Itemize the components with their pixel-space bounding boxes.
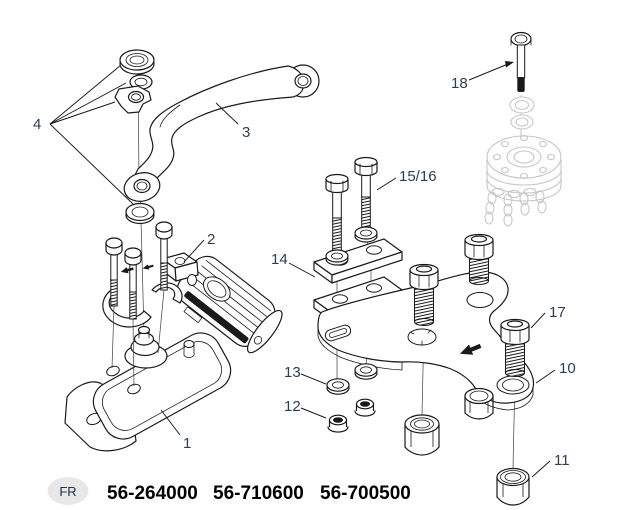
callout-12-label: 12 [284,398,301,415]
stud [409,263,439,326]
spacer-plates [313,238,403,322]
lever-arm [123,64,320,202]
hex-nut-11 [496,467,530,506]
washers-13 [326,363,378,395]
callout-3: 3 [215,102,250,141]
pivot-hardware-stack [114,49,155,225]
hex-bolt [124,247,142,320]
ghost-hub-with-chains [484,95,562,227]
callout-18-label: 18 [451,75,468,92]
mounting-bracket-base [64,332,232,452]
wheel-studs [409,233,530,377]
callout-12: 12 [284,398,327,419]
mounting-bolts [105,221,173,387]
callout-18: 18 [451,61,514,92]
part-number-1: 56-264000 [107,483,198,504]
orientation-arrow-icon [142,264,154,270]
stud [464,233,494,285]
callout-1: 1 [160,409,191,452]
callout-14: 14 [271,251,316,278]
language-badge [47,477,89,505]
hex-bolt [354,156,378,228]
language-badge-label: FR [59,484,76,499]
callout-10-label: 10 [559,360,576,377]
hex-bolt [325,173,349,253]
callout-13: 13 [284,364,327,385]
leader-arrowhead [505,61,514,68]
hex-bolt [155,221,173,291]
callout-2: 2 [183,231,215,263]
flange-nut [327,414,349,433]
hex-bolt [105,237,123,307]
callout-1-label: 1 [183,435,191,452]
callout-3-label: 3 [242,124,250,141]
actuator-motor [176,255,283,354]
callout-17: 17 [530,304,566,329]
callout-17-label: 17 [549,304,566,321]
callout-11: 11 [531,452,570,478]
callout-2-label: 2 [207,231,215,248]
lock-washer [325,249,349,266]
stud [500,318,530,377]
callout-10: 10 [535,360,576,384]
callout-11-label: 11 [554,452,570,469]
orientation-arrow-icon [120,267,134,274]
callout-14-label: 14 [271,251,288,268]
pivot-post [183,340,195,359]
bolts-15-16 [325,156,378,266]
pivot-cone-boss [124,325,168,369]
footer: FR 56-264000 56-710600 56-700500 [47,477,411,505]
part-number-2: 56-710600 [213,483,304,504]
tall-hex-nut [404,414,440,456]
callout-4-label: 4 [33,116,41,133]
flange-nuts-12 [327,398,376,433]
lock-washer [354,226,378,243]
callout-15-16: 15/16 [376,168,437,191]
callout-15-16-label: 15/16 [399,168,437,185]
callout-13-label: 13 [284,364,301,381]
hex-nut [464,387,494,420]
part-number-3: 56-700500 [320,483,411,504]
orientation-arrow-icon [459,343,482,355]
motor-brand-oval-logo [202,276,231,302]
hex-bolt-18 [510,31,532,92]
flange-nut [354,398,376,417]
callout-4: 4 [33,64,134,205]
